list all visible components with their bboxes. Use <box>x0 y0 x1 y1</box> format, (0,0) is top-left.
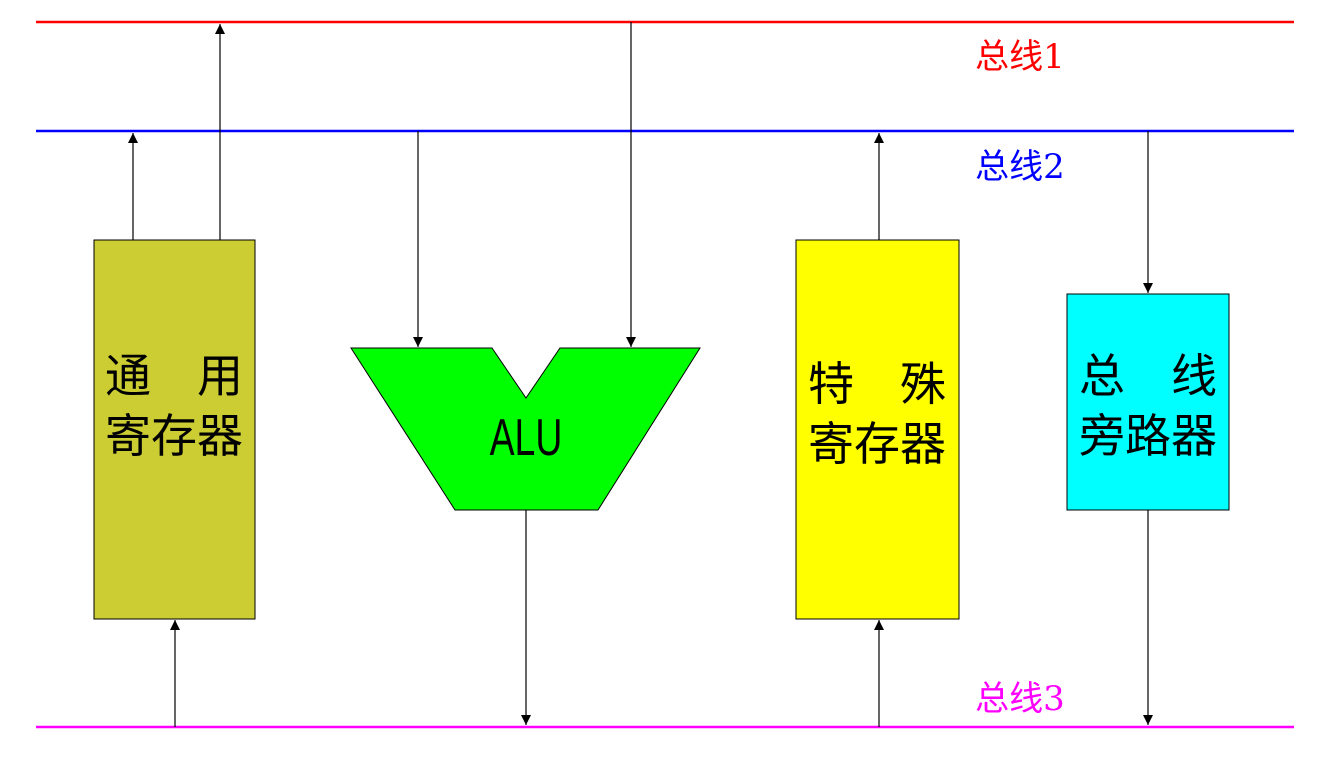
special-registers-label-line1: 特 殊 <box>808 357 946 411</box>
bus-3-label: 总线3 <box>975 679 1065 719</box>
bus-bypass-label-line2: 旁路器 <box>1079 409 1217 463</box>
alu-shape <box>350 347 701 511</box>
alu-label: ALU <box>490 408 563 467</box>
general-registers-label-line2: 寄存器 <box>105 409 243 463</box>
bus-2-label: 总线2 <box>975 147 1065 187</box>
special-registers-block <box>795 239 960 620</box>
general-registers-label-line1: 通 用 <box>105 349 243 403</box>
general-registers-block <box>93 239 256 620</box>
bus-1-label: 总线1 <box>975 37 1065 77</box>
bus-bypass-block <box>1066 293 1230 511</box>
special-registers-label-line2: 寄存器 <box>808 417 946 471</box>
bus-bypass-label-line1: 总 线 <box>1079 349 1217 403</box>
